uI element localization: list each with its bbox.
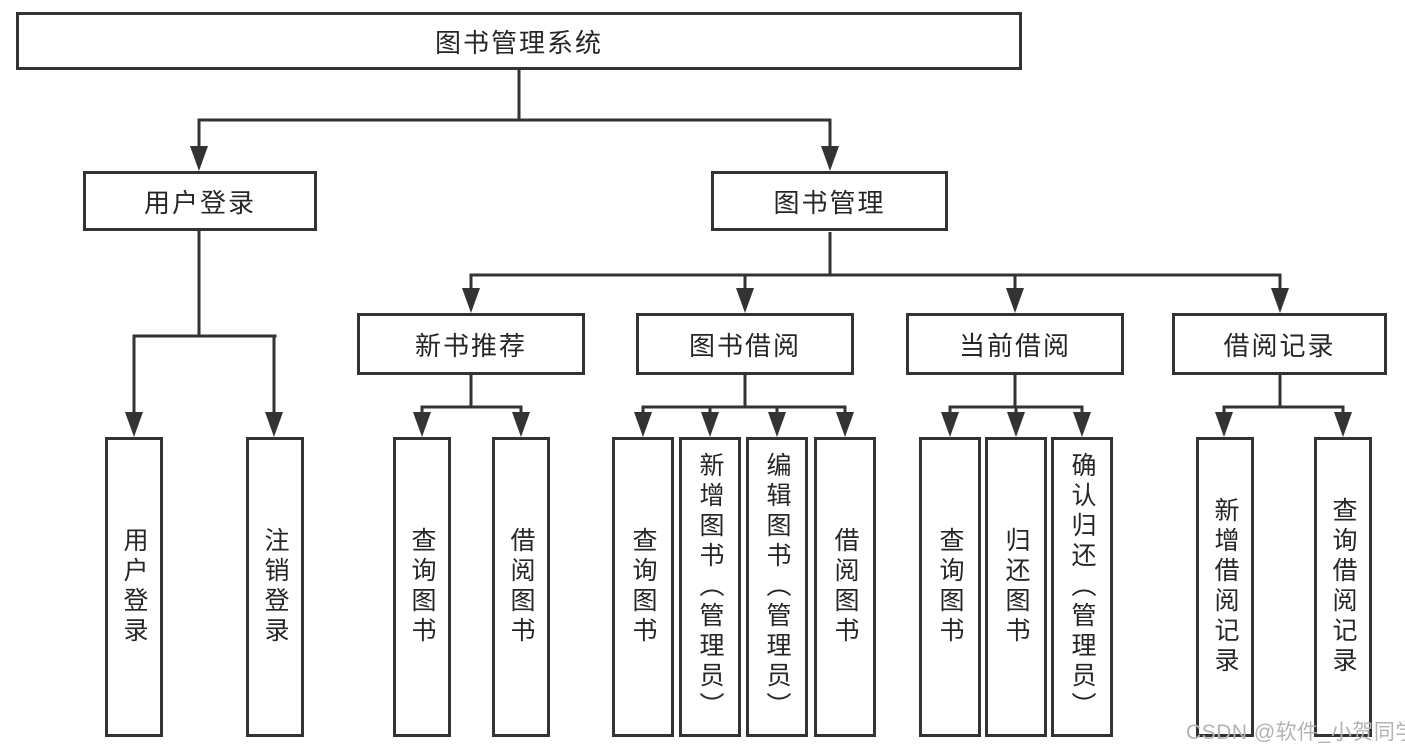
leaf-user-login: 用户登录: [105, 437, 163, 737]
leaf-add-books-admin: 新增图书（管理员）: [679, 437, 741, 737]
node-book-management: 图书管理: [711, 171, 948, 231]
node-current-borrow: 当前借阅: [906, 313, 1124, 375]
leaf-logout-login: 注销登录: [246, 437, 304, 737]
node-book-borrow: 图书借阅: [636, 313, 854, 375]
node-new-book-recommend: 新书推荐: [357, 313, 585, 375]
watermark: CSDN @软件_小贺同学: [1186, 721, 1405, 744]
node-user-login: 用户登录: [83, 171, 317, 231]
node-user-login-label: 用户登录: [143, 187, 256, 218]
node-root-label: 图书管理系统: [434, 27, 603, 58]
leaf-borrow-books: 借阅图书: [814, 437, 876, 737]
node-borrow-records: 借阅记录: [1172, 313, 1387, 375]
arrowheads: [125, 146, 1352, 437]
node-book-borrow-label: 图书借阅: [688, 330, 801, 361]
leaf-query-books-recommend: 查询图书: [393, 437, 451, 737]
connector-lines: [132, 70, 1345, 416]
leaf-query-books-borrow: 查询图书: [612, 437, 674, 737]
node-current-borrow-label: 当前借阅: [958, 330, 1071, 361]
leaf-query-books-current: 查询图书: [919, 437, 981, 737]
node-root: 图书管理系统: [16, 12, 1022, 70]
leaf-borrow-books-recommend: 借阅图书: [492, 437, 550, 737]
leaf-edit-books-admin: 编辑图书（管理员）: [746, 437, 808, 737]
leaf-add-borrow-record: 新增借阅记录: [1196, 437, 1254, 737]
node-book-management-label: 图书管理: [773, 187, 886, 218]
node-new-book-recommend-label: 新书推荐: [414, 330, 527, 361]
leaf-return-books: 归还图书: [985, 437, 1047, 737]
node-borrow-records-label: 借阅记录: [1223, 330, 1336, 361]
leaf-query-borrow-record: 查询借阅记录: [1314, 437, 1372, 737]
leaf-confirm-return-admin: 确认归还（管理员）: [1051, 437, 1113, 737]
